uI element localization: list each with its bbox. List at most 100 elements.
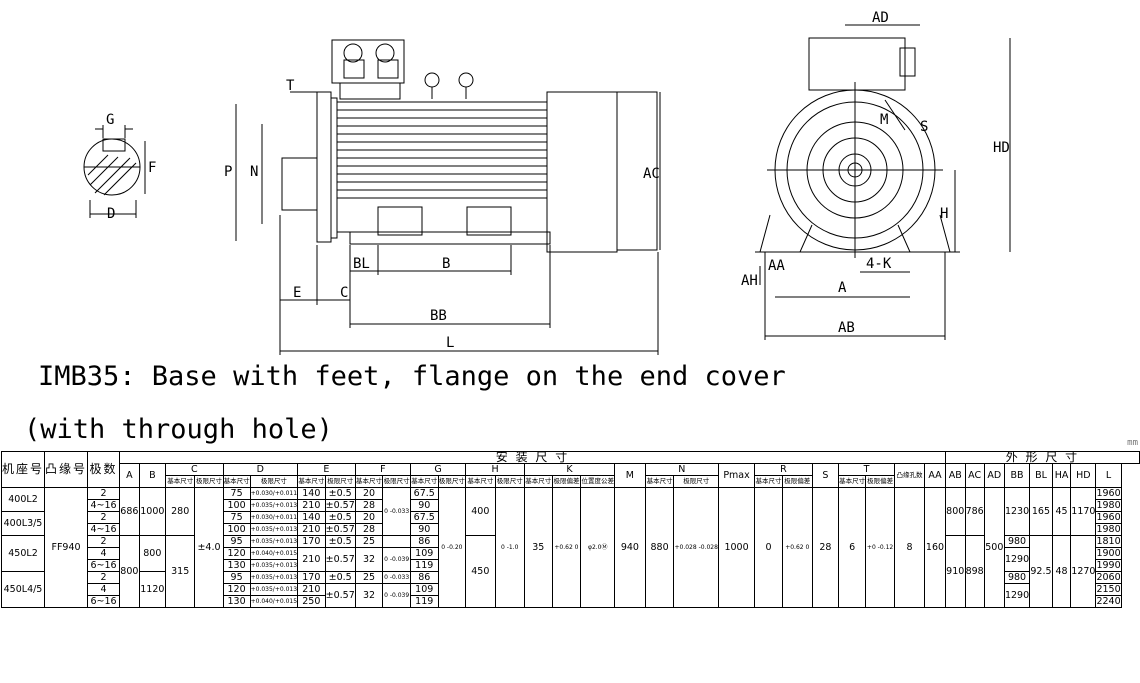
E-tol-cell: ±0.57 — [324, 547, 356, 572]
col-C: C — [164, 463, 224, 476]
poles-cell: 2 — [87, 571, 121, 584]
D-tol-cell: +0.035/+0.013 — [249, 559, 299, 572]
E-tol-cell: ±0.57 — [324, 499, 356, 512]
K-tol-cell: +0.62 0 — [551, 487, 582, 608]
label-AA: AA — [768, 258, 785, 274]
H-cell: 400 — [465, 487, 496, 536]
E-cell: 140 — [297, 511, 326, 524]
B-cell: 1120 — [138, 571, 166, 608]
AC-cell: 786 — [964, 487, 985, 536]
sub-tol: 极限尺寸 — [324, 475, 356, 488]
E-cell: 210 — [297, 547, 326, 572]
shaft-section — [83, 125, 146, 218]
col-HA: HA — [1051, 463, 1072, 488]
label-L: L — [446, 335, 454, 351]
E-tol-cell: ±0.5 — [324, 535, 356, 548]
motor-drawing: G F D T P N AC BL B E C BB L AD HD M S H… — [83, 10, 1011, 355]
frame-cell: 400L3/5 — [0, 511, 46, 536]
G-cell: 67.5 — [409, 511, 439, 524]
F-cell: 20 — [354, 511, 384, 524]
dimension-table: 机座号 凸缘号 极数 安 装 尺 寸 外 形 尺 寸 A B C D E F G… — [0, 451, 1140, 608]
sub-pos-tol: 位置度公差 — [580, 475, 616, 488]
E-cell: 170 — [297, 535, 326, 548]
end-view — [755, 24, 1011, 340]
HD-cell: 1170 — [1070, 487, 1097, 536]
col-HD: HD — [1070, 463, 1097, 488]
E-tol-cell: ±0.57 — [324, 583, 356, 608]
L-cell: 2060 — [1095, 571, 1122, 584]
D-cell: 95 — [222, 535, 251, 548]
F-cell: 32 — [354, 547, 384, 572]
N-cell: 880 — [644, 487, 675, 608]
col-H: H — [465, 463, 525, 476]
AD-cell: 500 — [983, 487, 1005, 608]
label-S: S — [920, 119, 928, 135]
HA-cell: 45 — [1051, 487, 1072, 536]
K-pos-cell: φ2.0Ⓜ — [580, 487, 616, 608]
col-E: E — [297, 463, 356, 476]
col-Pmax: Pmax — [717, 463, 756, 488]
col-flange: 凸缘号 — [44, 451, 89, 488]
label-D: D — [107, 206, 115, 222]
unit-label: mm — [1127, 438, 1138, 448]
H-cell: 450 — [465, 535, 496, 608]
B-cell: 800 — [138, 535, 166, 572]
sub-basic: 基本尺寸 — [409, 475, 439, 488]
label-K: 4-K — [866, 256, 892, 272]
col-N: N — [644, 463, 719, 476]
F-tol-cell — [382, 535, 411, 548]
sub-basic: 基本尺寸 — [754, 475, 783, 488]
F-tol-cell: 0 -0.033 — [382, 487, 411, 536]
sub-basic: 基本尺寸 — [465, 475, 496, 488]
L-cell: 1810 — [1095, 535, 1122, 548]
sub-basic: 基本尺寸 — [354, 475, 384, 488]
E-cell: 210 — [297, 523, 326, 536]
D-cell: 100 — [222, 499, 251, 512]
L-cell: 1990 — [1095, 559, 1122, 572]
poles-cell: 2 — [87, 511, 121, 524]
F-cell: 28 — [354, 523, 384, 536]
C-cell: 280 — [164, 487, 196, 536]
label-E: E — [293, 285, 301, 301]
L-cell: 1980 — [1095, 523, 1122, 536]
col-BB: BB — [1003, 463, 1031, 488]
col-K: K — [523, 463, 616, 476]
mounting-subtitle: (with through hole) — [24, 414, 333, 445]
col-AA: AA — [924, 463, 946, 488]
col-AD: AD — [983, 463, 1005, 488]
S-cell: 28 — [811, 487, 840, 608]
G-cell: 67.5 — [409, 487, 439, 500]
label-M: M — [880, 112, 888, 128]
poles-cell: 4 — [87, 583, 121, 596]
D-tol-cell: +0.030/+0.011 — [249, 511, 299, 524]
D-cell: 75 — [222, 487, 251, 500]
sub-basic: 基本尺寸 — [644, 475, 675, 488]
F-tol-cell: 0 -0.039 — [382, 547, 411, 572]
poles-cell: 6~16 — [87, 559, 121, 572]
G-cell: 119 — [409, 559, 439, 572]
BB-cell: 1290 — [1003, 583, 1031, 608]
R-cell: 0 — [754, 487, 783, 608]
sub-tol: 极限尺寸 — [249, 475, 299, 488]
D-cell: 130 — [222, 559, 251, 572]
sub-basic: 基本尺寸 — [164, 475, 196, 488]
A-cell: 800 — [119, 535, 140, 608]
R-tol-cell: +0.62 0 — [781, 487, 813, 608]
label-AD: AD — [872, 10, 889, 26]
BB-cell: 1230 — [1003, 487, 1031, 536]
N-tol-cell: +0.028 -0.028 — [673, 487, 719, 608]
A-cell: 686 — [119, 487, 140, 536]
F-cell: 32 — [354, 583, 384, 608]
B-cell: 1000 — [138, 487, 166, 536]
label-C: C — [340, 285, 348, 301]
D-cell: 120 — [222, 583, 251, 596]
col-AC: AC — [964, 463, 985, 488]
AC-cell: 898 — [964, 535, 985, 608]
label-G: G — [106, 112, 114, 128]
AB-cell: 910 — [944, 535, 966, 608]
L-cell: 2150 — [1095, 583, 1122, 596]
BB-cell: 980 — [1003, 571, 1031, 584]
F-tol-cell: 0 -0.033 — [382, 571, 411, 584]
sub-tol: 极限尺寸 — [494, 475, 525, 488]
col-BL: BL — [1029, 463, 1053, 488]
